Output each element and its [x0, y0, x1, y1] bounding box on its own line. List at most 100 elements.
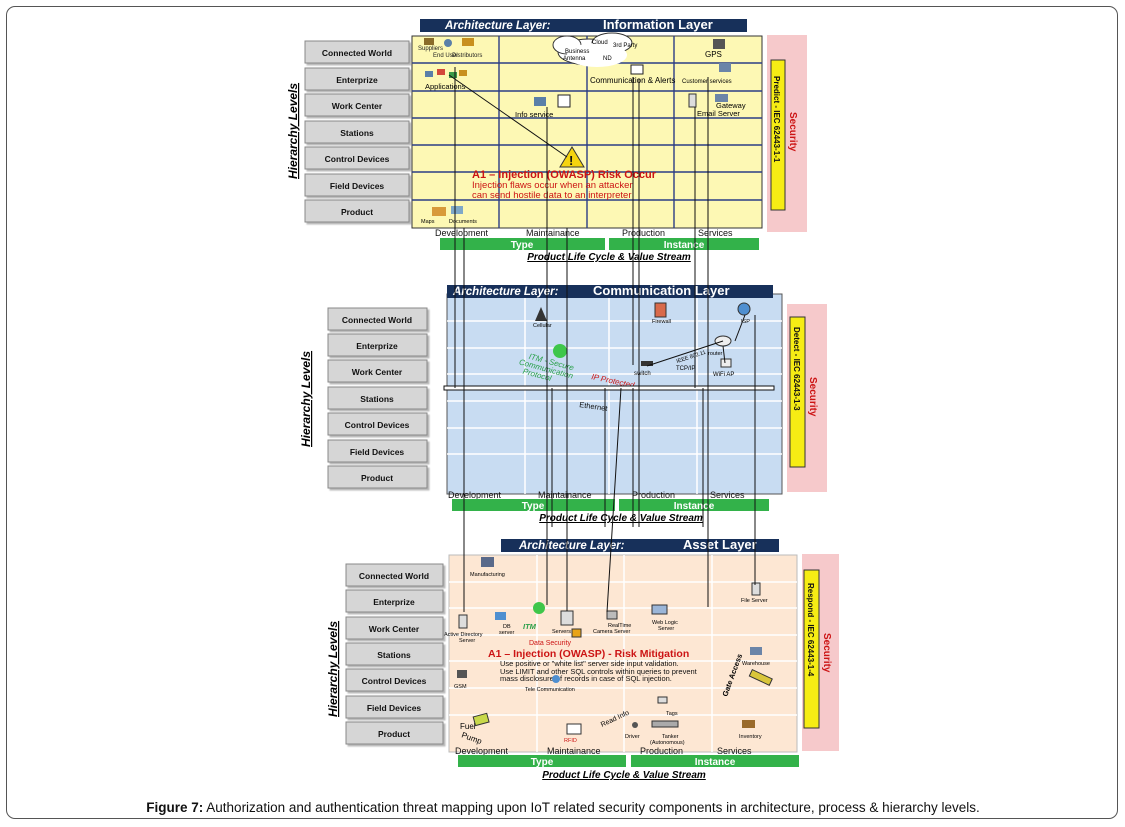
tcpip-label: TCP/IP [676, 366, 695, 372]
active-directory-server-icon [458, 614, 468, 629]
driver-icon [632, 722, 638, 728]
telecom-label: Tele Communication [525, 687, 575, 693]
manufacturing-label: Manufacturing [470, 572, 505, 578]
asset-hierarchy-levels: Hierarchy Levels Connected World Enterpr… [326, 563, 444, 745]
asset-layer-prefix: Architecture Layer: [518, 540, 625, 552]
info-hierarchy-title: Hierarchy Levels [286, 83, 300, 179]
db-server-icon [495, 612, 506, 620]
info-type-bar: Type [511, 240, 534, 251]
svg-text:Business: Business [565, 49, 589, 55]
email-server-icon [688, 93, 728, 108]
comm-hierarchy-title: Hierarchy Levels [299, 351, 313, 447]
caption-text: Authorization and authentication threat … [203, 800, 980, 815]
svg-text:Cloud: Cloud [592, 40, 608, 46]
servers-icon [560, 610, 574, 626]
info-instance-bar: Instance [664, 240, 705, 251]
info-row-connected-world: Connected World [322, 48, 392, 58]
info-service-icon [534, 94, 571, 108]
asset-mitigation-line-2: Use LIMIT and other SQL controls within … [500, 667, 698, 676]
info-row-field-devices: Field Devices [330, 181, 385, 191]
file-server-label: File Server [741, 598, 768, 604]
comm-col-production: Production [632, 490, 675, 500]
info-layer-prefix: Architecture Layer: [444, 20, 551, 32]
customer-services-label: Customer services [682, 79, 732, 85]
distributors-label: Distributors [452, 53, 482, 59]
comm-lifecycle: Development Maintainance Production Serv… [448, 490, 769, 524]
asset-row-connected-world: Connected World [359, 571, 429, 581]
info-row-work-center: Work Center [332, 101, 383, 111]
comm-col-services: Services [710, 490, 745, 500]
switch-icon [641, 361, 653, 366]
information-layer-panel: Architecture Layer: Information Layer Su… [411, 17, 763, 229]
svg-text:ND: ND [603, 56, 612, 62]
asset-row-work-center: Work Center [369, 624, 420, 634]
comm-layer-title: Communication Layer [593, 283, 730, 298]
warehouse-icon [750, 647, 762, 655]
asset-mitigation-line-1: Use positive or "white list" server side… [500, 659, 679, 668]
customer-services-icon [719, 63, 731, 72]
tanker-autonomous-label: (Autonomous) [650, 740, 685, 746]
applications-label: Applications [425, 82, 466, 91]
asset-security-band: Respond - IEC 62443-1-4 Security [802, 554, 839, 751]
info-risk-line-1: Injection flaws occur when an attacker [472, 180, 633, 191]
comm-col-development: Development [448, 490, 502, 500]
cellular-label: Cellular [533, 323, 552, 329]
info-service-label: Info service [515, 110, 553, 119]
maps-label: Maps [421, 219, 435, 225]
telecom-icon [552, 675, 560, 683]
camera-server-label: Camera Server [593, 629, 630, 635]
comm-row-work-center: Work Center [352, 367, 403, 377]
db-server-label: server [499, 630, 514, 636]
lock-icon [571, 628, 582, 638]
warning-icon: ! [559, 146, 585, 168]
asset-security-label: Security [821, 633, 832, 673]
active-directory-label: Active Directory [444, 632, 483, 638]
svg-text:Antenna: Antenna [563, 56, 586, 62]
info-lifecycle-caption: Product Life Cycle & Value Stream [527, 252, 691, 263]
asset-col-production: Production [640, 746, 683, 756]
asset-type-bar: Type [531, 757, 554, 768]
asset-mitigation-line-3: mass disclosure of records in case of SQ… [500, 674, 672, 683]
isp-label: ISP [741, 319, 750, 325]
realtime-label: RealTime [608, 623, 631, 629]
comm-row-product: Product [361, 473, 393, 483]
cloud-icon: Cloud 3rd Party Business Antenna ND [552, 32, 637, 67]
fuel-pump-icon [472, 712, 490, 727]
asset-instance-bar: Instance [695, 757, 736, 768]
tanker-label: Tanker [662, 734, 679, 740]
asset-layer-panel: Architecture Layer: Asset Layer Manufact… [444, 537, 798, 753]
weblogic-label: Web Logic [652, 620, 678, 626]
ethernet-label: Ethernet [579, 400, 609, 413]
cellular-icon [535, 307, 547, 321]
info-lifecycle: Development Maintainance Production Serv… [435, 228, 759, 263]
info-col-services: Services [698, 228, 733, 238]
inventory-label: Inventory [739, 734, 762, 740]
asset-hierarchy-title: Hierarchy Levels [326, 621, 340, 717]
router-label: router [708, 351, 723, 357]
comm-col-maintainance: Maintainance [538, 490, 592, 500]
itm-label: ITM [523, 622, 537, 631]
rfid-label: RFID [564, 738, 577, 744]
info-row-stations: Stations [340, 128, 374, 138]
asset-row-enterprize: Enterprize [373, 597, 415, 607]
comm-type-bar: Type [522, 501, 545, 512]
info-security-label: Security [787, 112, 798, 152]
info-row-enterprize: Enterprize [336, 75, 378, 85]
asset-col-development: Development [455, 746, 509, 756]
end-user-label: End User [433, 53, 458, 59]
comm-row-stations: Stations [360, 394, 394, 404]
isp-globe-icon [737, 302, 751, 316]
suppliers-label: Suppliers [418, 46, 443, 52]
info-security-band: Predict - IEC 62443-1-1 Security [767, 35, 807, 232]
fuel-label: Fuel [460, 722, 476, 731]
asset-row-field-devices: Field Devices [367, 703, 422, 713]
lightbulb-icon [553, 344, 567, 358]
documents-label: Documents [449, 219, 477, 225]
itm-lightbulb-icon [533, 602, 545, 614]
asset-row-stations: Stations [377, 650, 411, 660]
architecture-diagram: Architecture Layer: Information Layer Su… [286, 17, 839, 781]
gsm-label: GSM [454, 684, 467, 690]
comm-security-label: Security [807, 377, 818, 417]
comm-row-field-devices: Field Devices [350, 447, 405, 457]
asset-row-control-devices: Control Devices [362, 676, 427, 686]
